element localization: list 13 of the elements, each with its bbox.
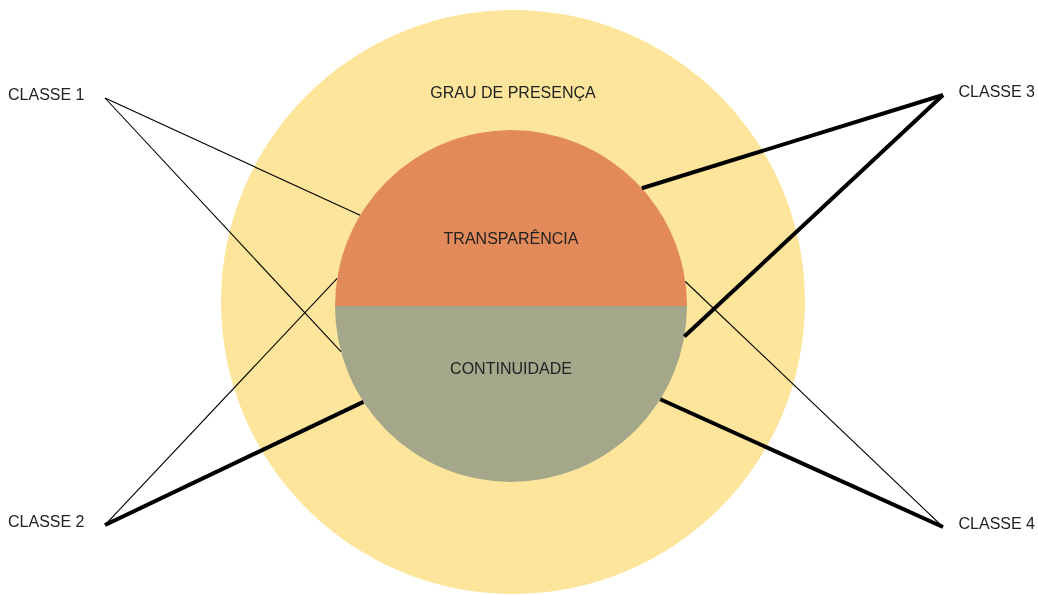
connector-line (104, 97, 361, 216)
class-label: CLASSE 2 (8, 513, 85, 531)
class-label: CLASSE 4 (958, 515, 1035, 533)
connector-line (104, 400, 365, 527)
section-label: TRANSPARÊNCIA (443, 230, 579, 248)
class-label: CLASSE 1 (8, 86, 85, 104)
connector-line (682, 93, 945, 339)
section-label: GRAU DE PRESENÇA (430, 84, 596, 102)
connector-line (104, 97, 342, 353)
connector-line (659, 397, 944, 529)
section-label: CONTINUIDADE (450, 360, 572, 378)
connector-line (641, 93, 944, 191)
class-label: CLASSE 3 (958, 83, 1035, 101)
